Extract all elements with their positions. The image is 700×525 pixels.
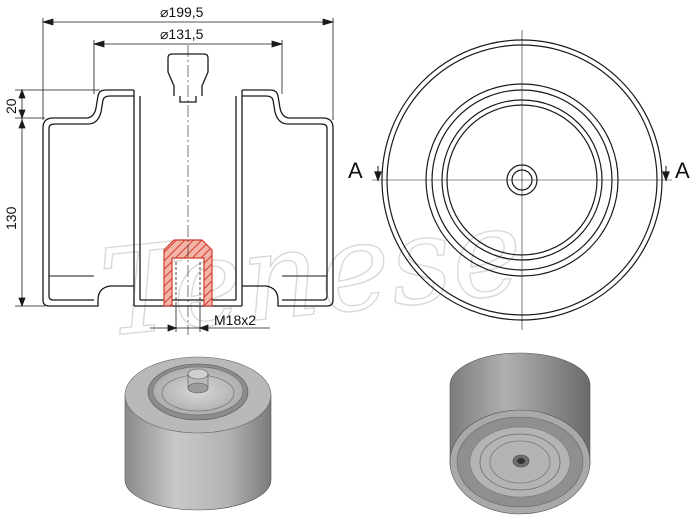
render-bottom-view <box>449 352 591 515</box>
dimension-lines <box>15 18 335 332</box>
top-view <box>372 30 672 330</box>
watermark: Tenese <box>94 182 529 364</box>
dim-inner-diameter: ⌀131,5 <box>160 26 204 42</box>
dim-top-height: 20 <box>3 98 19 114</box>
dim-outer-diameter: ⌀199,5 <box>160 4 204 20</box>
dim-body-height: 130 <box>3 206 19 230</box>
section-marker-left: A <box>348 158 363 183</box>
section-view <box>42 45 334 335</box>
render-top-view <box>124 356 272 511</box>
dim-thread: M18x2 <box>214 312 256 328</box>
section-marker-right: A <box>675 158 690 183</box>
